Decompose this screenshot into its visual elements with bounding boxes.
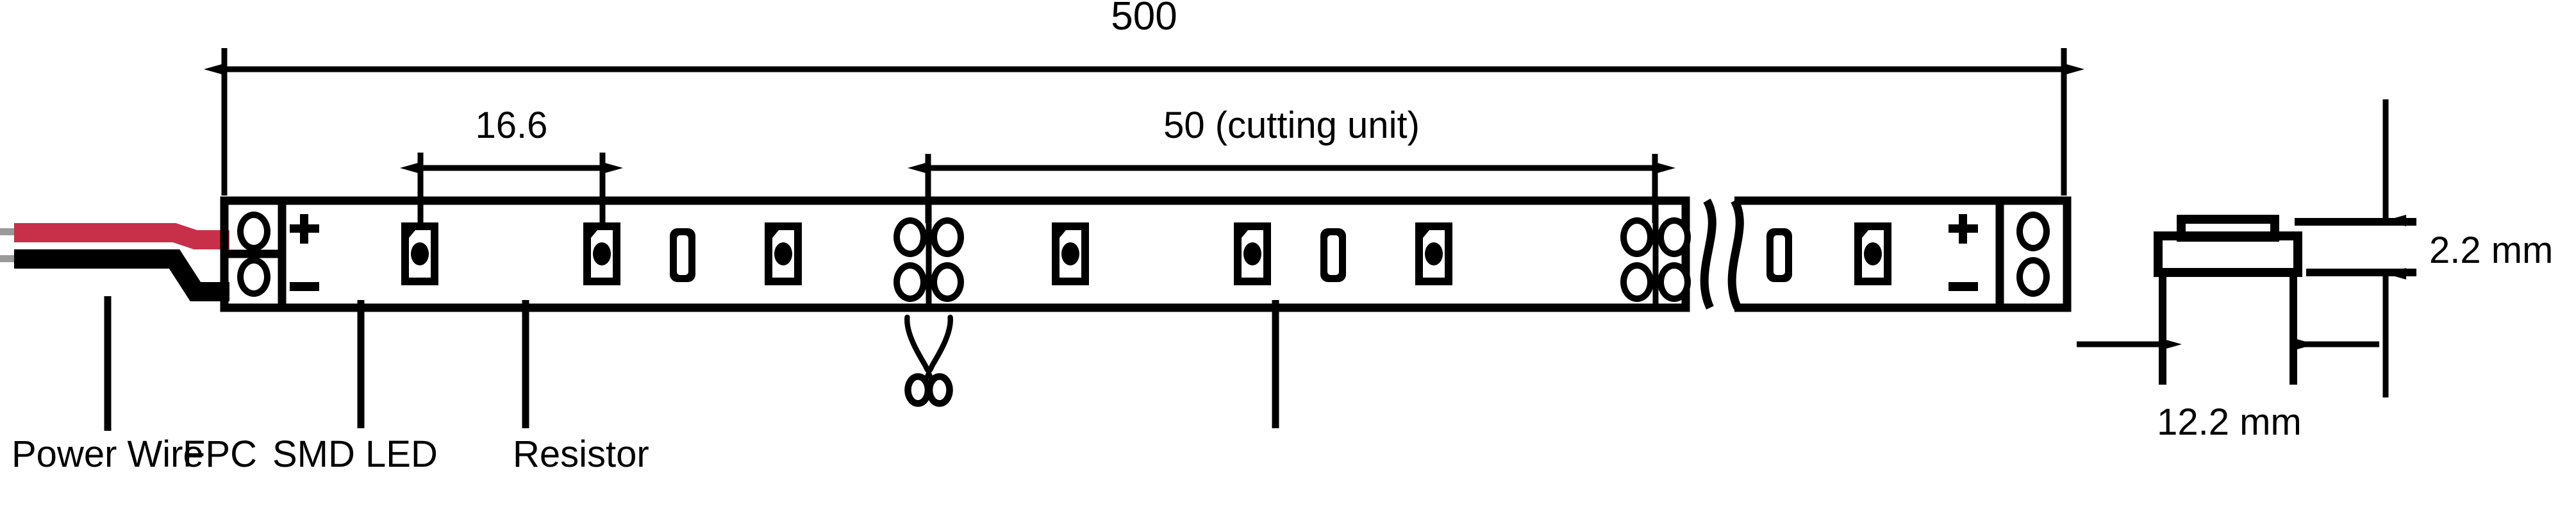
dimension-led-pitch-text: 16.6 <box>476 104 548 146</box>
fpc-strip-right-segment <box>1734 196 2072 312</box>
callout-label-smd-led: SMD LED <box>272 433 438 475</box>
fpc-strip-body <box>220 196 1690 312</box>
dimension-thickness-text: 2.2 mm <box>2429 230 2553 271</box>
dimension-cutting-unit-text: 50 (cutting unit) <box>1163 104 1420 146</box>
dimension-led-pitch <box>396 153 623 223</box>
dimension-cutting-unit <box>904 154 1675 223</box>
dimension-thickness <box>2295 99 2416 397</box>
dimension-total-length <box>200 48 2084 196</box>
callout-label-power-wire: Power Wire <box>12 433 204 475</box>
dimension-width <box>2077 274 2379 385</box>
callout-leaders <box>104 296 1279 431</box>
dimension-total-length-text: 500 <box>1111 0 1177 38</box>
cross-section-view <box>2154 215 2302 277</box>
power-wire-group <box>0 223 229 301</box>
positive-wire <box>14 223 229 249</box>
scissors-icon <box>904 314 953 407</box>
callout-label-fpc: FPC <box>183 433 257 475</box>
dimension-width-text: 12.2 mm <box>2157 401 2302 443</box>
left-polarity <box>290 214 319 291</box>
break-symbol <box>1691 192 1755 318</box>
cut-point-1 <box>893 204 964 306</box>
callout-label-resistor: Resistor <box>513 433 649 475</box>
cut-point-2 <box>1620 204 1691 306</box>
negative-wire <box>14 249 229 301</box>
